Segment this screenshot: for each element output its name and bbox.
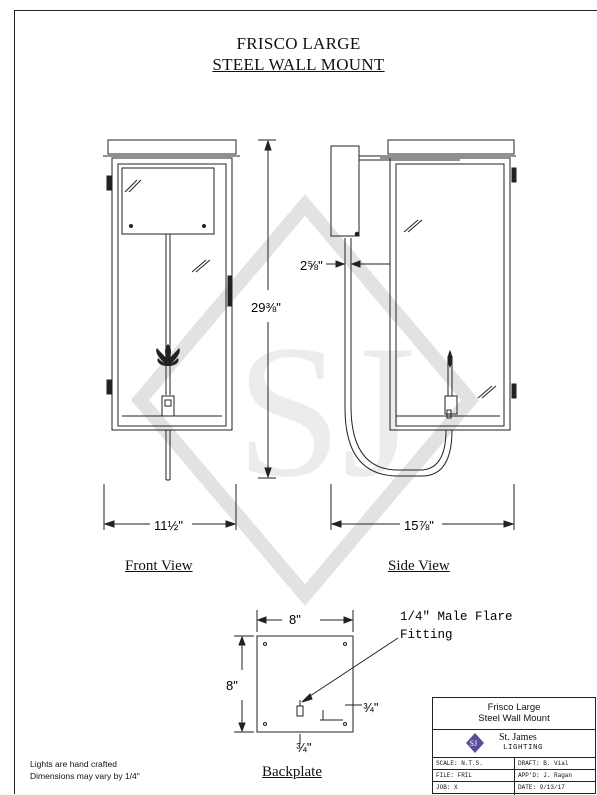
title-block-name-line2: Steel Wall Mount bbox=[478, 713, 550, 724]
draft-field: DRAFT: B. Vial bbox=[518, 760, 569, 767]
note-line2: Dimensions may vary by 1/4" bbox=[30, 771, 140, 781]
side-depth-label: 15⅞" bbox=[404, 518, 434, 533]
scale-field: SCALE: N.T.S. bbox=[436, 760, 483, 767]
title-block-divider bbox=[514, 757, 515, 795]
front-view bbox=[103, 139, 240, 481]
front-width-dimension bbox=[103, 484, 237, 530]
side-view-label: Side View bbox=[388, 558, 450, 574]
height-label: 29⅜" bbox=[251, 300, 281, 315]
backplate-offset-right-label: ¾" bbox=[363, 700, 379, 715]
fitting-leader bbox=[301, 637, 399, 703]
side-offset-label: 2⅝" bbox=[300, 258, 323, 273]
backplate-height-label: 8" bbox=[226, 678, 238, 693]
backplate-width-label: 8" bbox=[289, 612, 301, 627]
backplate-width-dimension bbox=[256, 610, 354, 632]
flame-icon bbox=[156, 344, 180, 366]
side-depth-dimension bbox=[330, 484, 515, 530]
backplate-label: Backplate bbox=[262, 764, 322, 780]
backplate bbox=[256, 635, 354, 733]
job-field: JOB: X bbox=[436, 784, 458, 791]
drawing-title-line2: STEEL WALL MOUNT bbox=[212, 55, 385, 74]
drawing-title-line1: FRISCO LARGE bbox=[236, 34, 361, 53]
sj-logo-text: SJ bbox=[470, 739, 478, 748]
title-block-name: Frisco Large Steel Wall Mount bbox=[433, 698, 595, 730]
file-field: FILE: FRIL bbox=[436, 772, 473, 779]
brand-name: St. James bbox=[499, 732, 537, 743]
side-offset-dimension bbox=[326, 260, 390, 268]
fitting-label-line2: Fitting bbox=[400, 628, 453, 642]
front-width-label: 11½" bbox=[154, 518, 183, 533]
note-line1: Lights are hand crafted bbox=[30, 759, 117, 769]
backplate-offset-dims bbox=[299, 704, 362, 744]
date-field: DATE: 9/13/17 bbox=[518, 784, 565, 791]
brand-sub: LIGHTING bbox=[503, 744, 544, 752]
title-block-row-3: JOB: X DATE: 9/13/17 bbox=[433, 781, 595, 793]
front-view-label: Front View bbox=[125, 558, 193, 574]
title-block-name-line1: Frisco Large bbox=[487, 702, 541, 713]
title-block: Frisco Large Steel Wall Mount SJ St. Jam… bbox=[432, 697, 596, 795]
sj-logo-icon: SJ bbox=[466, 733, 484, 753]
backplate-height-dimension bbox=[234, 635, 254, 733]
side-view bbox=[330, 139, 517, 477]
drawing-border bbox=[14, 10, 597, 794]
appd-field: APP'D: J. Ragan bbox=[518, 772, 573, 779]
side-flame-icon bbox=[447, 350, 453, 368]
backplate-offset-bottom-label: ¾" bbox=[296, 740, 312, 755]
watermark bbox=[130, 194, 480, 606]
fitting-label-line1: 1/4" Male Flare bbox=[400, 610, 513, 624]
height-dimension bbox=[258, 139, 276, 479]
watermark-text: SJ bbox=[236, 307, 416, 517]
